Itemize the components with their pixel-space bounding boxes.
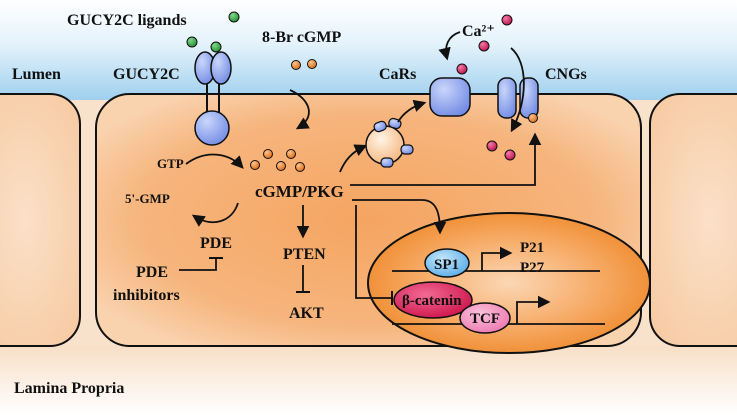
pkg-beta-catenin-inhibition-line [355,205,392,299]
ligand-dot [228,11,240,23]
tcf-transcription-arrow [516,295,551,324]
cgmp-dot [250,160,260,170]
calcium-label: Ca²⁺ [462,23,495,40]
lamina-propria-label: Lamina Propria [14,380,124,397]
beta-catenin [393,281,473,319]
pkg-to-cng-arrow [350,132,542,186]
calcium-receptor-vesicle [365,117,414,168]
p27-label: P27 [520,260,545,276]
sp1-transcription-arrow [481,246,513,271]
calcium-sensing-receptor [429,77,471,117]
sp1-label: SP1 [434,257,459,273]
cgmp-dot [307,59,317,69]
calcium-influx-arrow [510,47,525,133]
cgmp-dot [263,149,273,159]
calcium-dot [486,140,498,152]
pten-label: PTEN [283,246,326,263]
cgmp-dot [286,149,296,159]
right-neighbor-cell [649,93,737,347]
lamina-propria-region [0,340,737,415]
lumen-label: Lumen [12,66,61,83]
calcium-binding-arrow [438,31,461,61]
gucy2c-ligands-label: GUCY2C ligands [67,12,187,29]
cgmp-dot [528,113,538,123]
bromo-entry-arrow [289,89,310,130]
gtp-conversion-arrow [185,153,244,169]
calcium-dot [501,14,513,26]
ligand-dot [210,41,222,53]
sp1-transcription-factor [424,248,470,278]
tcf-transcription-factor [459,302,511,334]
akt-label: AKT [289,305,324,322]
nucleus [367,212,651,354]
lumen-region [0,0,737,100]
beta-catenin-label: β-catenin [402,293,462,309]
pkg-to-sp1-arrow [352,199,447,235]
vesicle-arrow [339,144,368,173]
gmp-degradation-arrow [191,202,239,227]
vesicle-to-membrane-arrow [397,99,427,123]
8-br-cgmp-label: 8-Br cGMP [262,29,341,46]
cngs-label: CNGs [545,66,587,83]
left-neighbor-cell [0,93,81,347]
pde-label: PDE [200,235,232,252]
p21-label: P21 [520,240,544,256]
cgmp-dot [276,161,286,171]
cars-label: CaRs [379,66,416,83]
cgmp-dot [291,60,301,70]
5-gmp-label: 5'-GMP [125,191,170,206]
gucy2c-receptor [194,51,232,146]
gtp-label: GTP [157,156,184,171]
gucy2c-label: GUCY2C [113,66,180,83]
pde-inhibitors-label-line1: PDE [136,264,168,281]
pde-inhibition-line [179,258,217,271]
pde-inhibitors-label-line2: inhibitors [113,287,180,304]
calcium-dot [478,40,490,52]
cgmp-pkg-label: cGMP/PKG [255,182,344,201]
tcf-label: TCF [470,311,500,327]
ligand-dot [186,36,198,48]
cgmp-dot [295,162,305,172]
calcium-dot [456,63,468,75]
calcium-dot [504,149,516,161]
